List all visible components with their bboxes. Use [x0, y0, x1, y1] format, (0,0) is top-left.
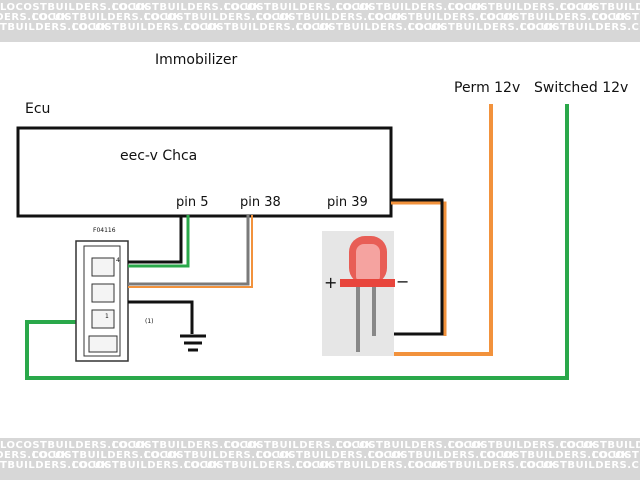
- pin5-label: pin 5: [176, 195, 209, 210]
- relay-pin1-alt-label: (1): [145, 318, 154, 325]
- pin5-wire-black: [128, 215, 183, 264]
- relay-pin-slot: [91, 309, 115, 329]
- ecu-label: Ecu: [25, 101, 50, 117]
- watermark-row: LOCOSTBUILDERS.CO.UKLOCOSTBUILDERS.CO.UK…: [0, 22, 640, 33]
- watermark-row: LOCOSTBUILDERS.CO.UKLOCOSTBUILDERS.CO.UK…: [0, 440, 640, 451]
- watermark-band-top: LOCOSTBUILDERS.CO.UKLOCOSTBUILDERS.CO.UK…: [0, 0, 640, 42]
- immobilizer-label: Immobilizer: [155, 52, 237, 68]
- pin38-wire-grey: [128, 215, 250, 286]
- relay-module: F04116 4 1 (1): [75, 227, 154, 362]
- led-plus-label: +: [324, 273, 337, 292]
- relay-pin-slot: [91, 283, 115, 303]
- watermark-row: LOCOSTBUILDERS.CO.UKLOCOSTBUILDERS.CO.UK…: [0, 2, 640, 13]
- relay-pin4-label: 4: [116, 257, 120, 264]
- relay-pin-slot: [91, 257, 115, 277]
- pin39-wire-orange: [391, 201, 447, 336]
- led-dome-highlight: [356, 244, 380, 284]
- perm-12v-label: Perm 12v: [454, 80, 520, 96]
- pin5-wire-green: [128, 215, 190, 268]
- perm-12v-wire: [356, 104, 493, 356]
- switched-12v-label: Switched 12v: [534, 80, 628, 96]
- ground-symbol: [180, 334, 206, 352]
- led: + −: [322, 231, 409, 356]
- watermark-row: LOCOSTBUILDERS.CO.UKLOCOSTBUILDERS.CO.UK…: [0, 12, 640, 23]
- pin38-wire-orange: [128, 215, 253, 288]
- relay-pin1-label: 1: [105, 313, 109, 320]
- watermark-band-bottom: LOCOSTBUILDERS.CO.UKLOCOSTBUILDERS.CO.UK…: [0, 438, 640, 480]
- ecu-model-label: eec-v Chca: [120, 148, 197, 164]
- pin38-label: pin 38: [240, 195, 281, 210]
- watermark-row: LOCOSTBUILDERS.CO.UKLOCOSTBUILDERS.CO.UK…: [0, 450, 640, 461]
- switched-12v-wire: [25, 104, 569, 380]
- led-minus-label: −: [396, 272, 409, 291]
- ground-wire: [128, 300, 194, 334]
- pin39-label: pin 39: [327, 195, 368, 210]
- relay-base: [88, 335, 118, 353]
- relay-code-label: F04116: [93, 227, 116, 234]
- led-rim: [340, 279, 395, 287]
- ecu-box: [16, 126, 393, 218]
- watermark-row: LOCOSTBUILDERS.CO.UKLOCOSTBUILDERS.CO.UK…: [0, 460, 640, 471]
